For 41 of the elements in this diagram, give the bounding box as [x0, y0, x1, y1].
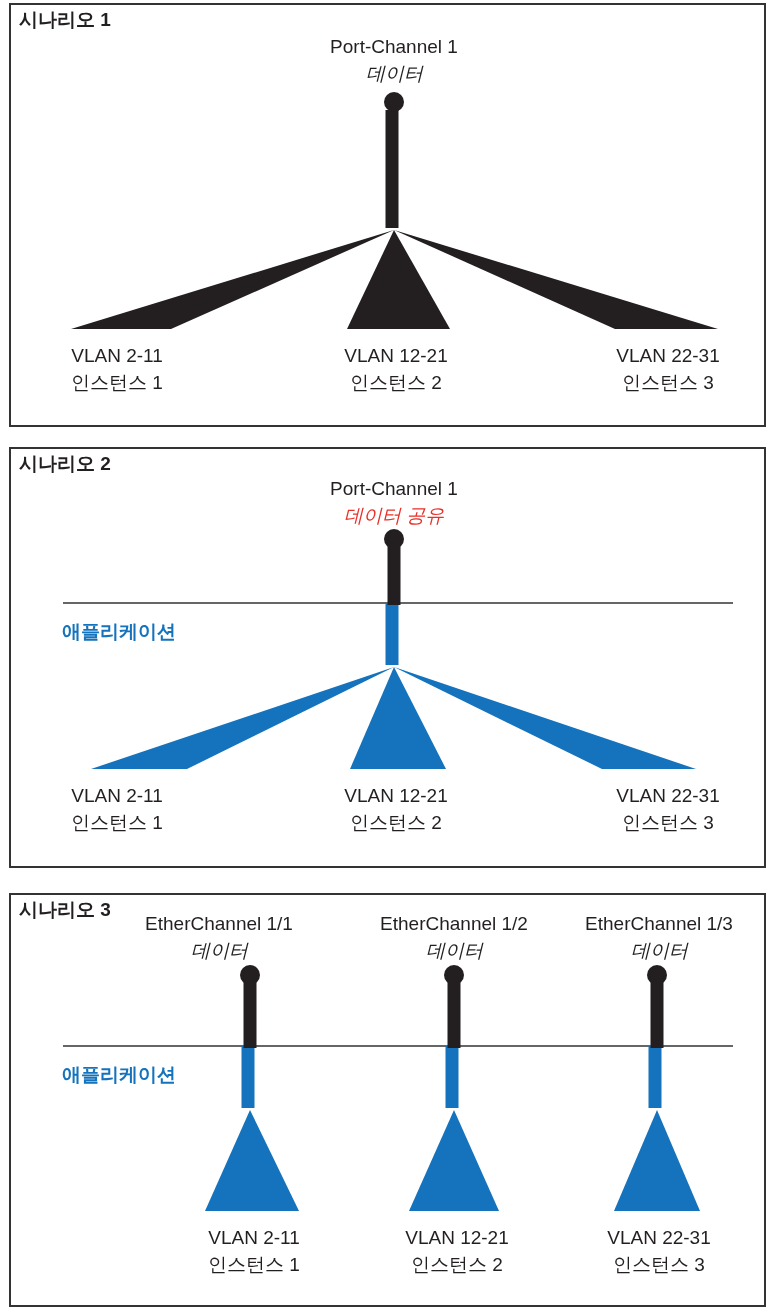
- port-label: EtherChannel 1/3: [585, 912, 733, 936]
- role-label: 데이터: [190, 939, 248, 963]
- vlan-label: VLAN 2-11: [71, 784, 163, 808]
- link-line: [445, 1046, 459, 1108]
- link-line: [385, 603, 399, 665]
- scenario-title: 시나리오 1: [19, 8, 111, 32]
- instance-label: 인스턴스 2: [411, 1253, 503, 1277]
- instance-label: 인스턴스 2: [350, 371, 442, 395]
- vlan-label: VLAN 2-11: [71, 344, 163, 368]
- port-label: EtherChannel 1/2: [380, 912, 528, 936]
- vlan-label: VLAN 12-21: [344, 344, 448, 368]
- vlan-label: VLAN 22-31: [607, 1226, 711, 1250]
- scenario-title: 시나리오 2: [19, 452, 111, 476]
- role-label: 데이터: [425, 939, 483, 963]
- instance-label: 인스턴스 1: [208, 1253, 300, 1277]
- role-label: 데이터: [365, 62, 423, 86]
- link-line: [241, 1046, 255, 1108]
- vlan-label: VLAN 2-11: [208, 1226, 300, 1250]
- scenario-panel: [9, 447, 766, 868]
- port-label: Port-Channel 1: [330, 35, 458, 59]
- layer-label: 애플리케이션: [62, 1063, 176, 1087]
- link-line: [385, 110, 399, 228]
- link-line: [648, 1046, 662, 1108]
- vlan-label: VLAN 22-31: [616, 784, 720, 808]
- layer-label: 애플리케이션: [62, 620, 176, 644]
- vlan-label: VLAN 22-31: [616, 344, 720, 368]
- scenario-panel: [9, 893, 766, 1307]
- instance-label: 인스턴스 1: [71, 811, 163, 835]
- port-label: Port-Channel 1: [330, 477, 458, 501]
- instance-label: 인스턴스 2: [350, 811, 442, 835]
- role-label: 데이터: [630, 939, 688, 963]
- vlan-label: VLAN 12-21: [344, 784, 448, 808]
- scenario-title: 시나리오 3: [19, 898, 111, 922]
- instance-label: 인스턴스 3: [622, 371, 714, 395]
- port-label: EtherChannel 1/1: [145, 912, 293, 936]
- instance-label: 인스턴스 3: [622, 811, 714, 835]
- instance-label: 인스턴스 3: [613, 1253, 705, 1277]
- instance-label: 인스턴스 1: [71, 371, 163, 395]
- role-label: 데이터 공유: [343, 504, 445, 528]
- scenario-panel: [9, 3, 766, 427]
- vlan-label: VLAN 12-21: [405, 1226, 509, 1250]
